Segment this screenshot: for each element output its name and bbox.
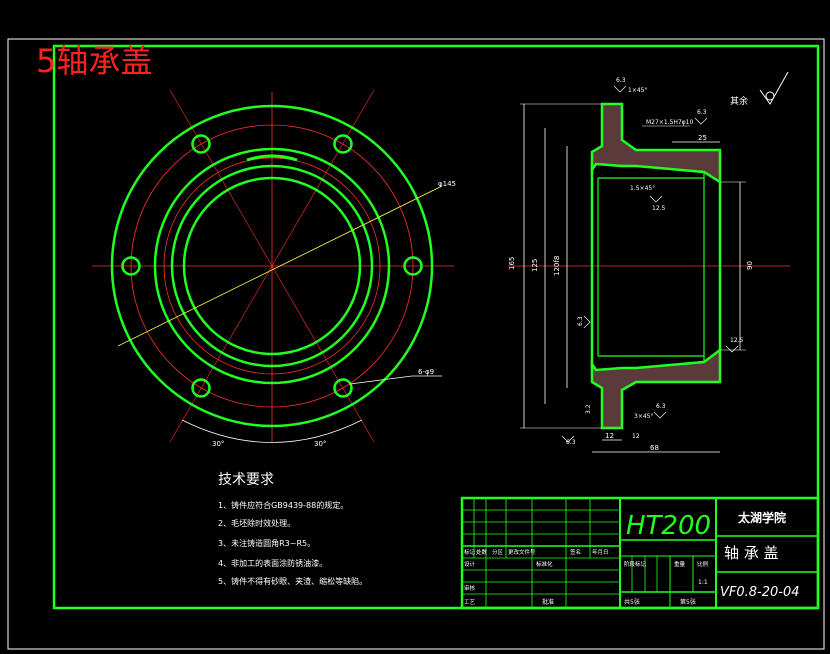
bore <box>182 176 362 356</box>
bolt-hole-br <box>333 378 353 398</box>
sheet-number: 第5张 <box>680 598 696 606</box>
leader-holes <box>349 375 413 385</box>
row-design: 设计 <box>464 560 476 568</box>
col-sign: 签名 <box>570 548 581 556</box>
rough-top-symbol <box>613 85 627 93</box>
dim-25-label: 25 <box>698 134 707 142</box>
col-change-file: 更改文件号 <box>508 548 536 556</box>
dim-angle-left-label: 30° <box>212 440 224 448</box>
title-block-text: HT200 太湖学院 轴 承 盖 VF0.8-20-04 1:1 标记 处数 分… <box>464 510 800 606</box>
dim-holes-label: 6-φ9 <box>418 368 434 376</box>
bolt-hole-tr <box>333 134 353 154</box>
col-mark: 标记 <box>464 548 476 556</box>
center-line-diag2 <box>169 89 375 443</box>
section-view: 165 125 120f8 90 25 68 12 6.3 1×45° M27×… <box>508 77 790 453</box>
dim-diameter-label: φ145 <box>438 180 456 188</box>
tech-req-item-2: 2、毛坯除时效处理。 <box>218 518 295 528</box>
tech-req-item-5: 5、铸件不得有砂眼、夹渣、缩松等缺陷。 <box>218 576 367 586</box>
bolt-hole-left <box>121 256 141 276</box>
dim-angle-right-label: 30° <box>314 440 326 448</box>
thread-circle <box>163 157 381 375</box>
bolt-circle <box>130 124 414 408</box>
rough-bot-label: 6.3 <box>656 403 666 410</box>
sheets-total: 共5张 <box>624 598 640 606</box>
scale-value: 1:1 <box>698 579 708 586</box>
front-view: φ145 6-φ9 30° 30° <box>92 89 456 448</box>
rough-low-label: 3.2 <box>585 404 592 414</box>
rough-12-label: 12 <box>632 433 640 440</box>
thread-label: M27×1.5H7φ10 <box>646 119 693 126</box>
flange-outer <box>110 104 434 428</box>
dim-125-label: 125 <box>531 259 539 272</box>
tech-req-item-3: 3、未注铸造圆角R3~R5。 <box>218 538 315 548</box>
surface-symbol-icon <box>759 71 789 105</box>
rough-right-label: 12.5 <box>730 337 744 344</box>
row-standard: 标准化 <box>536 560 553 568</box>
tech-req-item-1: 1、铸件应符合GB9439-88的规定。 <box>218 500 348 510</box>
dim-68-label: 68 <box>650 444 659 452</box>
rough-bore-label: 6.3 <box>577 316 584 326</box>
tech-requirements: 技术要求 1、铸件应符合GB9439-88的规定。 2、毛坯除时效处理。 3、未… <box>218 472 367 586</box>
rough-top-label: 6.3 <box>616 77 626 84</box>
dim-90-label: 90 <box>746 261 754 270</box>
tech-req-item-4: 4、非加工的表面涂防锈油漆。 <box>218 558 327 568</box>
drawing-heading: 5轴承盖 <box>36 42 152 80</box>
school-label: 太湖学院 <box>738 510 786 525</box>
chamfer-mid-label: 1.5×45° <box>630 185 655 192</box>
surface-note: 其余 <box>730 95 748 107</box>
dim-line-diameter <box>117 185 443 347</box>
material-label: HT200 <box>626 511 711 541</box>
dim-angle-arc <box>181 419 363 443</box>
part-name-label: 轴 承 盖 <box>724 544 779 562</box>
flange-step <box>153 147 391 385</box>
row-approve: 批准 <box>542 598 554 606</box>
drawing-number: VF0.8-20-04 <box>720 585 800 600</box>
rough-bot2-label: 6.3 <box>566 439 576 446</box>
outer-border <box>7 38 825 650</box>
chamfer-top-label: 1×45° <box>628 87 647 94</box>
section-upper-hatch <box>590 102 722 185</box>
chamfer-bot-label: 3×45° <box>634 413 653 420</box>
tech-req-title: 技术要求 <box>218 472 274 488</box>
notch <box>246 154 298 162</box>
row-review: 审核 <box>464 584 476 592</box>
rough-top2-label: 6.3 <box>697 109 707 116</box>
dim-12-label: 12 <box>605 432 614 440</box>
bolt-hole-right <box>403 256 423 276</box>
dim-165-label: 165 <box>508 257 516 270</box>
bolt-hole-tl <box>191 134 211 154</box>
rough-mid-label: 12.5 <box>652 205 666 212</box>
section-lower-hatch <box>590 347 722 430</box>
col-zone: 分区 <box>492 548 504 556</box>
scale-label: 比例 <box>697 560 709 568</box>
col-date: 年月日 <box>592 548 609 556</box>
inner-border <box>52 44 820 610</box>
weight-label: 重量 <box>674 560 686 568</box>
spigot-outer <box>170 164 374 368</box>
title-block <box>460 496 820 610</box>
stage-mark-label: 阶段标记 <box>624 560 647 568</box>
bolt-hole-bl <box>191 378 211 398</box>
col-count: 处数 <box>476 548 488 556</box>
dim-120-label: 120f8 <box>553 256 561 276</box>
row-process: 工艺 <box>464 599 476 606</box>
